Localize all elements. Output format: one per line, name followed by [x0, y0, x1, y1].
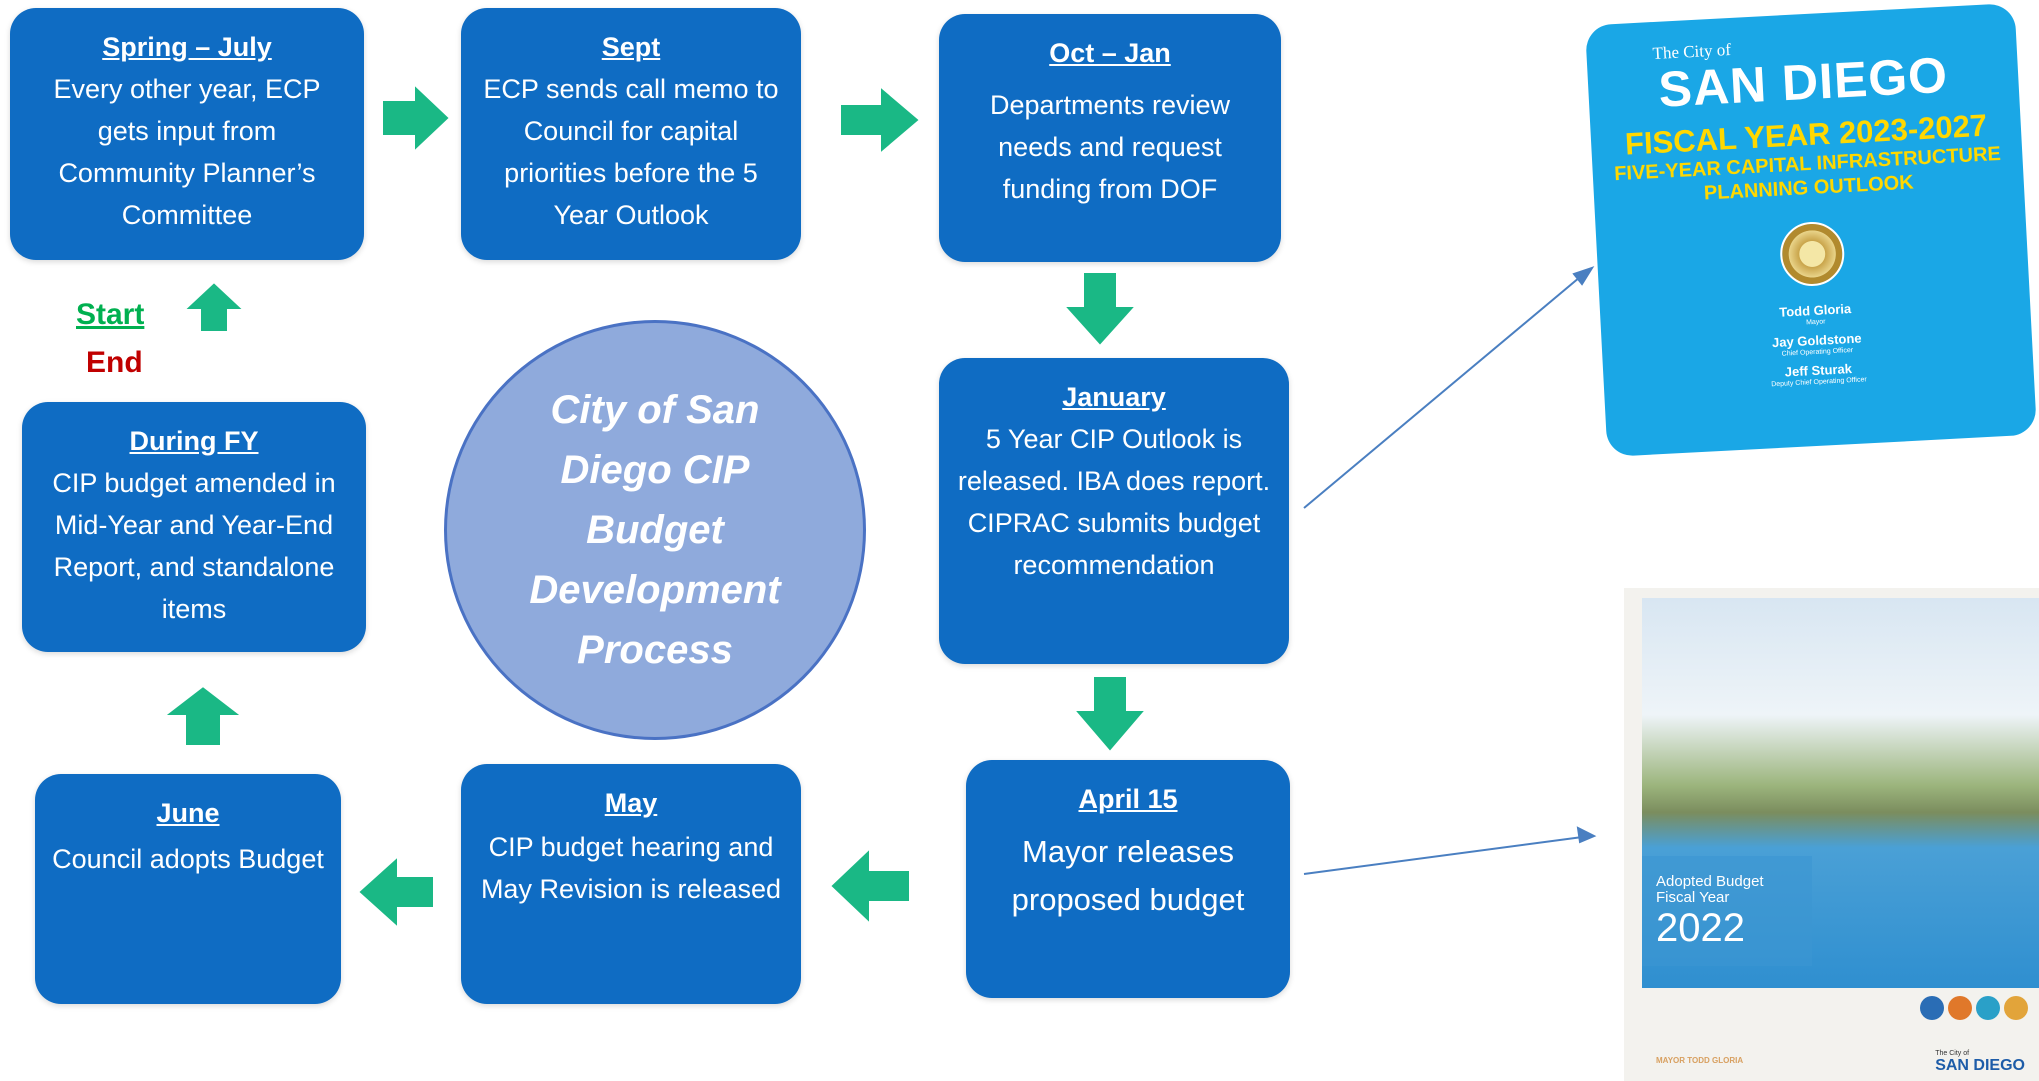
arrow-up-icon	[181, 280, 247, 333]
step-description: Departments review needs and request fun…	[989, 90, 1231, 204]
step-january: January 5 Year CIP Outlook is released. …	[939, 358, 1289, 664]
step-title: January	[1062, 382, 1166, 412]
step-title: June	[156, 798, 220, 828]
step-may: May CIP budget hearing and May Revision …	[461, 764, 801, 1004]
arrow-left-icon	[356, 853, 435, 931]
arrow-up-icon	[161, 684, 245, 747]
step-title: April 15	[1078, 784, 1178, 814]
start-label: Start	[76, 298, 145, 331]
step-oct-jan: Oct – Jan Departments review needs and r…	[939, 14, 1281, 262]
step-title: May	[604, 788, 658, 818]
cover-brand-name: SAN DIEGO	[1935, 1057, 2025, 1074]
cover-label-band	[1642, 856, 1812, 966]
step-title: Oct – Jan	[1049, 38, 1171, 68]
process-title-circle: City of San Diego CIP Budget Development…	[444, 320, 866, 740]
step-description: Every other year, ECP gets input from Co…	[53, 74, 321, 230]
cover-mayor: MAYOR TODD GLORIA	[1656, 1056, 1744, 1065]
department-icons	[1920, 996, 2028, 1020]
adopted-budget-cover: Adopted Budget Fiscal Year 2022 MAYOR TO…	[1624, 588, 2039, 1081]
step-description: Mayor releases proposed budget	[1011, 834, 1245, 917]
connector-line	[1303, 271, 1587, 509]
circle-icon	[1920, 996, 1944, 1020]
arrow-down-icon	[1061, 271, 1139, 348]
step-description: ECP sends call memo to Council for capit…	[483, 74, 779, 230]
step-spring-july: Spring – July Every other year, ECP gets…	[10, 8, 364, 260]
step-title: Spring – July	[102, 32, 272, 62]
cover-label-line: Fiscal Year	[1656, 889, 1730, 906]
step-title: During FY	[129, 426, 259, 456]
arrow-left-icon	[828, 845, 911, 927]
step-description: CIP budget hearing and May Revision is r…	[480, 832, 782, 904]
cover-label-line: Adopted Budget	[1656, 873, 1764, 890]
end-label: End	[86, 346, 143, 379]
step-description: CIP budget amended in Mid-Year and Year-…	[52, 468, 336, 624]
cover-brand: The City of SAN DIEGO	[1935, 1050, 2025, 1075]
step-april: April 15 Mayor releases proposed budget	[966, 760, 1290, 998]
arrow-right-icon	[381, 81, 452, 155]
cover-label: Adopted Budget Fiscal Year	[1656, 874, 1764, 906]
circle-icon	[1976, 996, 2000, 1020]
city-seal-icon	[1778, 220, 1846, 288]
circle-icon	[2004, 996, 2028, 1020]
process-title: City of San Diego CIP Budget Development…	[529, 388, 781, 672]
arrow-right-icon	[839, 83, 922, 157]
step-description: 5 Year CIP Outlook is released. IBA does…	[957, 424, 1271, 580]
connector-arrowhead	[1576, 826, 1597, 844]
outlook-report-cover: The City of SAN DIEGO FISCAL YEAR 2023-2…	[1584, 3, 2038, 457]
connector-line	[1303, 835, 1591, 875]
cover-brand-small: The City of	[1935, 1050, 1970, 1057]
step-during-fy: During FY CIP budget amended in Mid-Year…	[22, 402, 366, 652]
arrow-down-icon	[1071, 675, 1149, 754]
circle-icon	[1948, 996, 1972, 1020]
step-title: Sept	[601, 32, 661, 62]
step-june: June Council adopts Budget	[35, 774, 341, 1004]
step-sept: Sept ECP sends call memo to Council for …	[461, 8, 801, 260]
step-description: Council adopts Budget	[52, 844, 324, 874]
connector-arrowhead	[1572, 266, 1595, 286]
cover-year: 2022	[1656, 906, 1745, 950]
